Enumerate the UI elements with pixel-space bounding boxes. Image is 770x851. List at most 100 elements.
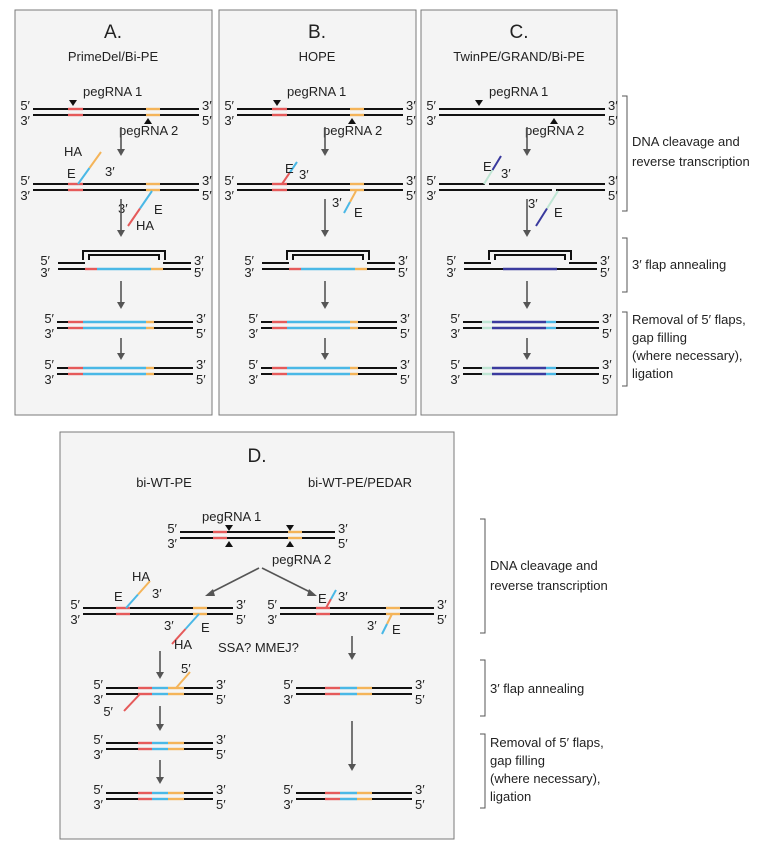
panel-d-box bbox=[59, 431, 455, 840]
panel-a-pegrna1-label: pegRNA 1 bbox=[83, 84, 142, 99]
panel-b-s3-right-3prime: 3′ bbox=[398, 253, 408, 268]
top-annealing-label: 3′ flap annealing bbox=[632, 257, 726, 272]
panel-d-left-3prime-lower: 3′ bbox=[164, 618, 174, 633]
panel-d-right-dna-2-right-3prime: 3′ bbox=[437, 597, 447, 612]
panel-c-dna-4-left-3prime: 3′ bbox=[450, 326, 460, 341]
panel-d-dna-1-left-5prime: 5′ bbox=[167, 521, 177, 536]
panel-d-pegrna1-label: pegRNA 1 bbox=[202, 509, 261, 524]
panel-b-arrow-3 bbox=[321, 281, 329, 309]
panel-c-upper-flap bbox=[491, 155, 502, 171]
panel-d-left-lower-flap bbox=[171, 628, 187, 645]
panel-c-dna-5-left-5prime: 5′ bbox=[450, 357, 460, 372]
panel-a-pegrna1-nick bbox=[69, 100, 77, 106]
panel-d-left-5prime-lower: 5′ bbox=[103, 704, 113, 719]
panel-d-left-5prime-flap-upper bbox=[175, 671, 191, 689]
panel-b-pegrna2-label: pegRNA 2 bbox=[323, 123, 382, 138]
panel-d-left-dna-5-left-5prime: 5′ bbox=[93, 782, 103, 797]
panel-c-dna-2-right-5prime: 5′ bbox=[608, 188, 618, 203]
stage-brackets-top bbox=[622, 95, 628, 387]
panel-d-right-dna-4-left-5prime: 5′ bbox=[283, 782, 293, 797]
panel-d-left-dna-4-right-3prime: 3′ bbox=[216, 732, 226, 747]
panel-a-flap-bridge bbox=[82, 250, 166, 260]
panel-b-dna-1-right-5prime: 5′ bbox=[406, 113, 416, 128]
panel-a-flap-3prime-lower: 3′ bbox=[118, 201, 128, 216]
panel-b-dna-5-left-3prime: 3′ bbox=[248, 372, 258, 387]
panel-d-right-dna-2-right-5prime: 5′ bbox=[437, 612, 447, 627]
panel-d-right-3prime-lower: 3′ bbox=[367, 618, 377, 633]
panel-c-box bbox=[420, 9, 618, 416]
panel-b-subtitle: HOPE bbox=[299, 49, 336, 64]
panel-d-right-label: bi-WT-PE/PEDAR bbox=[308, 475, 412, 490]
panel-b-dna-1-right-3prime: 3′ bbox=[406, 98, 416, 113]
panel-a-e-lower: E bbox=[154, 202, 163, 217]
panel-b-pegrna1-label: pegRNA 1 bbox=[287, 84, 346, 99]
panel-d-left-ha-lower: HA bbox=[174, 637, 192, 652]
panel-b-dna-4-left-5prime: 5′ bbox=[248, 311, 258, 326]
panel-b-e-upper: E bbox=[285, 161, 294, 176]
panel-d-right-dna-3-left-3prime: 3′ bbox=[283, 692, 293, 707]
panel-b-dna-5-left-5prime: 5′ bbox=[248, 357, 258, 372]
panel-c-flap-3prime-upper: 3′ bbox=[501, 166, 511, 181]
bottom-cleavage-label-2: reverse transcription bbox=[490, 578, 608, 593]
panel-d-right-e-upper: E bbox=[318, 591, 327, 606]
panel-c-dna-4-right-5prime: 5′ bbox=[602, 326, 612, 341]
panel-c-s3-left-3prime: 3′ bbox=[446, 265, 456, 280]
panel-b-dna-2-left-3prime: 3′ bbox=[224, 188, 234, 203]
panel-a-s3-left-3prime: 3′ bbox=[40, 265, 50, 280]
panel-c-arrow-4 bbox=[523, 338, 531, 360]
panel-d-right-lower-flap bbox=[381, 623, 388, 635]
panel-a-lower-flap bbox=[127, 207, 141, 227]
panel-d-left-dna-3-right-3prime: 3′ bbox=[216, 677, 226, 692]
panel-d-left-dna-4-right-5prime: 5′ bbox=[216, 747, 226, 762]
panel-d-right-e-lower: E bbox=[392, 622, 401, 637]
ssa-mmej-question: SSA? MMEJ? bbox=[218, 640, 299, 655]
panel-d-left-arrow-3 bbox=[156, 760, 164, 784]
panel-c-dna-5-right-3prime: 3′ bbox=[602, 357, 612, 372]
panel-d-right-arrow-2 bbox=[348, 721, 356, 771]
panel-d-right-dna-4-right-3prime: 3′ bbox=[415, 782, 425, 797]
panel-d-branch-left-head bbox=[205, 589, 215, 596]
panel-a-dna-2-left-3prime: 3′ bbox=[20, 188, 30, 203]
panel-c-dna-1-left-3prime: 3′ bbox=[426, 113, 436, 128]
panel-d-right-dna-3-right-5prime: 5′ bbox=[415, 692, 425, 707]
panel-b-box bbox=[218, 9, 417, 416]
panel-c-flap-bridge bbox=[488, 250, 572, 260]
panel-a-box bbox=[14, 9, 213, 416]
panel-b-arrow-1 bbox=[321, 127, 329, 156]
panel-d-left-dna-5-right-5prime: 5′ bbox=[216, 797, 226, 812]
panel-c-s3-left-5prime: 5′ bbox=[446, 253, 456, 268]
panel-c-arrow-1 bbox=[523, 127, 531, 156]
panel-a-e-upper: E bbox=[67, 166, 76, 181]
panel-a-dna-4-right-3prime: 3′ bbox=[196, 311, 206, 326]
panel-d-right-dna-3-left-5prime: 5′ bbox=[283, 677, 293, 692]
panel-c-e-upper: E bbox=[483, 159, 492, 174]
panel-b-flap-bridge bbox=[286, 250, 370, 260]
panel-b-pegrna1-nick bbox=[273, 100, 281, 106]
panel-c-pegrna2-label: pegRNA 2 bbox=[525, 123, 584, 138]
panel-b-flap-3prime-upper: 3′ bbox=[299, 167, 309, 182]
panel-b-lower-flap bbox=[343, 201, 351, 214]
panel-d-branch-right-head bbox=[307, 589, 317, 596]
panel-a-dna-4-left-5prime: 5′ bbox=[44, 311, 54, 326]
panel-c-subtitle: TwinPE/GRAND/Bi-PE bbox=[453, 49, 585, 64]
panel-a-dna-1-right-5prime: 5′ bbox=[202, 113, 212, 128]
panel-b-lower-flap bbox=[349, 190, 357, 203]
panel-c-arrow-3 bbox=[523, 281, 531, 309]
bottom-removal-label-3: (where necessary), bbox=[490, 771, 601, 786]
panel-d-dna-1-right-5prime: 5′ bbox=[338, 536, 348, 551]
panel-a-s3-right-5prime: 5′ bbox=[194, 265, 204, 280]
panel-d-dna-1-left-3prime: 3′ bbox=[167, 536, 177, 551]
panel-d-left-upper-flap bbox=[125, 593, 139, 609]
stage-brackets-bottom bbox=[480, 518, 486, 809]
panel-c-s3-right-5prime: 5′ bbox=[600, 265, 610, 280]
panel-b-dna-4-left-3prime: 3′ bbox=[248, 326, 258, 341]
panel-b-upper-flap bbox=[288, 161, 298, 174]
panel-d-title: D. bbox=[248, 446, 267, 467]
panel-c-pegrna2-nick bbox=[550, 118, 558, 124]
panel-a-arrow-1 bbox=[117, 127, 125, 156]
panel-b-dna-4-right-5prime: 5′ bbox=[400, 326, 410, 341]
panel-b-arrow-2 bbox=[321, 199, 329, 237]
panel-c-dna-1-right-3prime: 3′ bbox=[608, 98, 618, 113]
panel-d-left-dna-5-right-3prime: 3′ bbox=[216, 782, 226, 797]
